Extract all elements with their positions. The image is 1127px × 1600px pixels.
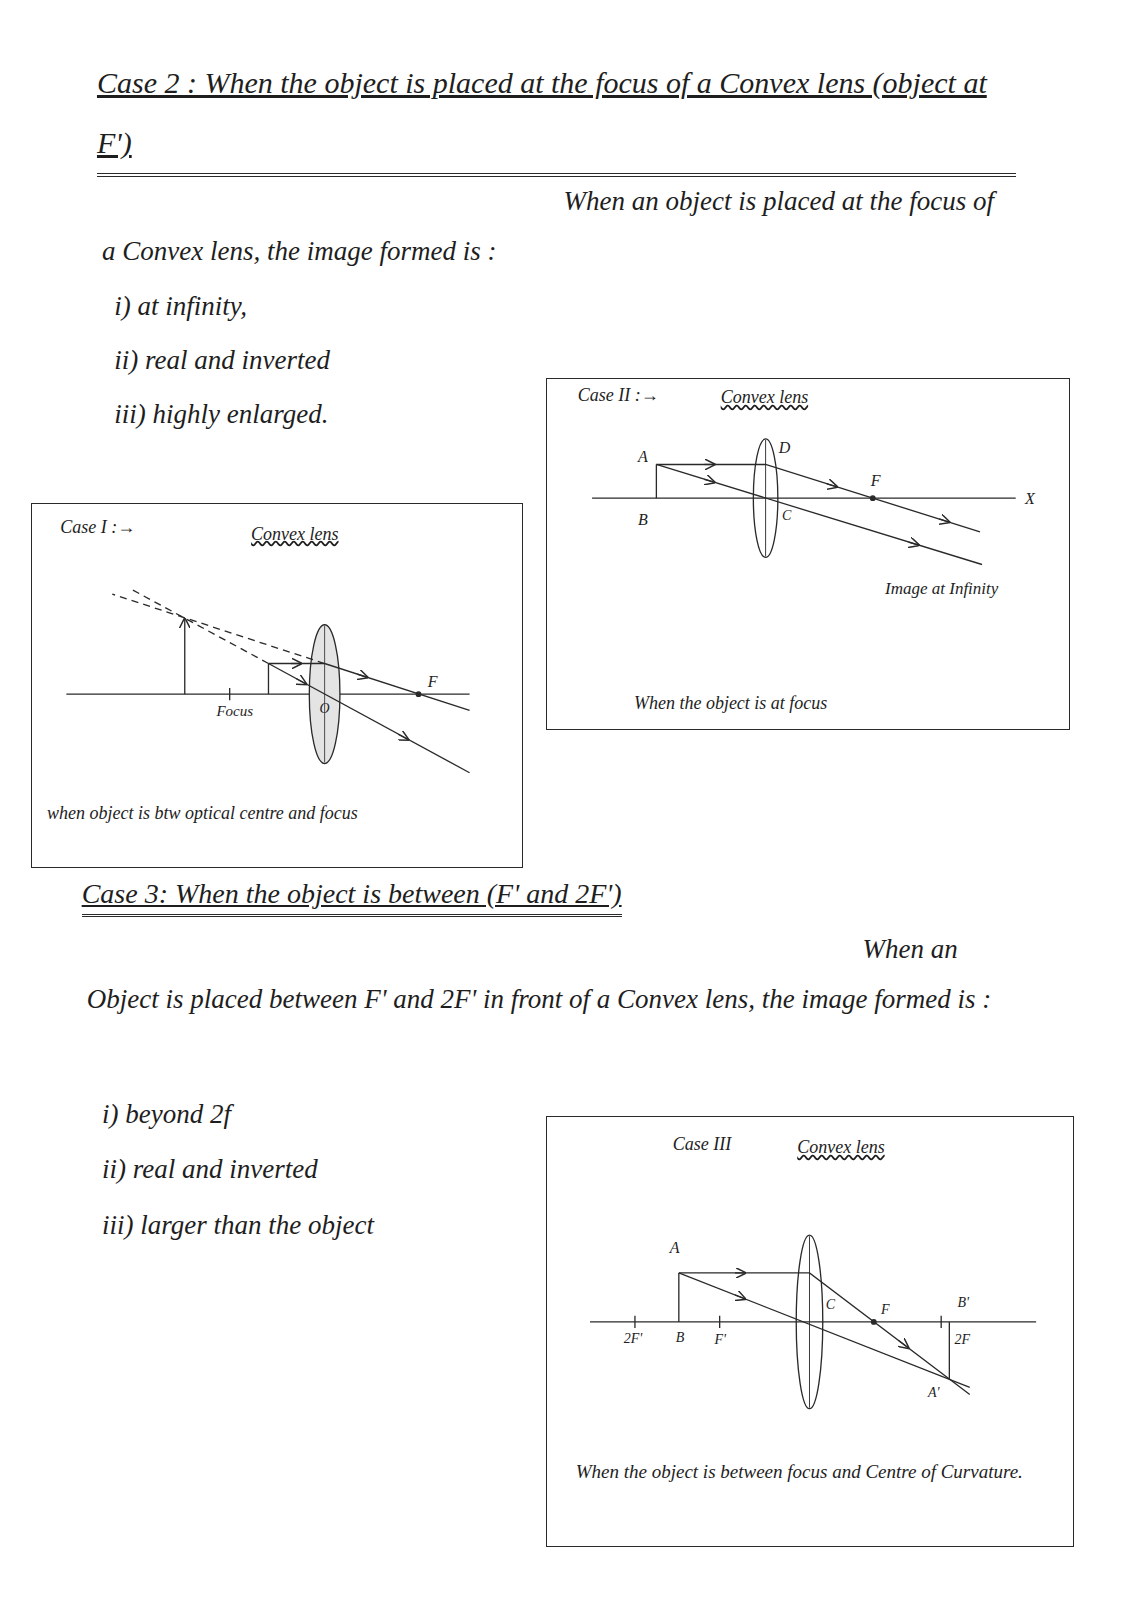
diagram-label: Image at Infinity [885,579,1028,599]
diagram-label: Convex lens [797,1137,884,1158]
diagram-label: C [782,508,791,524]
note-text: When an object is placed at the focus of… [102,176,1011,276]
diagram-label: O [320,701,330,717]
diagram-label: when object is btw optical centre and fo… [47,803,511,824]
diagram-label: When the object is at focus [634,693,1042,714]
diagram-label: B [676,1330,685,1346]
diagram-label: F [881,1302,890,1318]
diagram-label: F' [715,1332,727,1348]
diagram-label: F [871,472,881,490]
note-text: i) at infinity, [114,286,247,326]
note-text: iii) larger than the object [102,1205,374,1245]
diagram-frame: Case I :→ Convex lensFocus O Fwhen object i… [31,503,523,867]
note-text: When an Object is placed between F' and … [87,924,1001,1024]
diagram-label: B [638,511,648,529]
diagram-label: F [428,673,438,691]
diagram-label: A [670,1239,680,1257]
diagram-label: When the object is between focus and Cen… [576,1461,1056,1483]
diagram-label: Case III [673,1134,731,1155]
diagram-label: Case I :→ [60,517,135,538]
diagram-label: Convex lens [251,524,338,545]
diagram-label: C [826,1297,835,1313]
diagram-label: Focus [216,703,253,720]
note-text: iii) highly enlarged. [114,394,328,434]
diagram-label: Case II :→ [578,385,659,406]
diagram-label: B' [958,1295,970,1311]
note-text: Case 3: When the object is between (F' a… [82,874,622,917]
diagram-frame: Case III Convex lensA 2F' B F' C F B' 2F A' When t… [546,1116,1074,1547]
note-text: i) beyond 2f [102,1094,231,1134]
diagram-frame: Case II :→ Convex lensA D F X B C Image at Infi… [546,378,1070,730]
note-text: ii) real and inverted [114,340,330,380]
diagram-label: 2F [954,1332,970,1348]
diagram-label: X [1025,490,1035,508]
diagram-label: 2F' [624,1331,643,1347]
diagram-label: A' [928,1385,940,1401]
diagram-label: Convex lens [721,387,808,408]
diagram-label: A [638,448,648,466]
note-text: ii) real and inverted [102,1149,318,1189]
page-heading: Case 2 : When the object is placed at th… [97,53,1016,177]
diagram-label: D [779,439,791,457]
